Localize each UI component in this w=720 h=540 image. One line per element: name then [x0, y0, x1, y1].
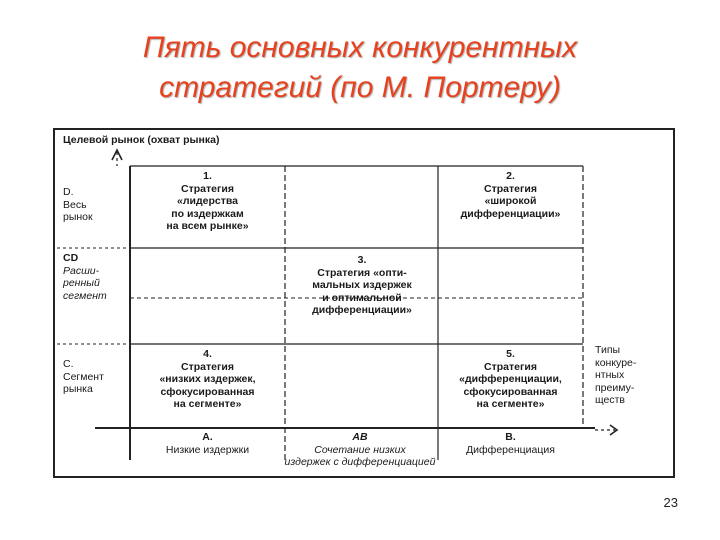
strategy-3: 3. Стратегия «опти- мальных издержек и о…: [312, 254, 412, 316]
column-label-a: A. Низкие издержки: [165, 431, 250, 456]
porter-strategies-diagram: Целевой рынок (охват рынка) D. Весь рыно…: [53, 128, 675, 478]
page-number: 23: [663, 495, 678, 510]
title-line-2: стратегий (по М. Портеру): [159, 71, 561, 104]
row-label-cd: CD Расши- ренный сегмент: [63, 252, 107, 302]
x-axis-arrow-icon: [609, 424, 619, 436]
strategy-4: 4. Стратегия «низких издержек, сфокусиро…: [159, 348, 256, 410]
strategy-1: 1. Стратегия «лидерства по издержкам на …: [166, 170, 249, 232]
row-label-c: C. Сегмент рынка: [63, 358, 104, 395]
strategy-2: 2. Стратегия «широкой дифференциации»: [460, 170, 561, 220]
title-line-1: Пять основных конкурентных: [142, 31, 578, 64]
slide-title: Пять основных конкурентных стратегий (по…: [0, 28, 720, 108]
column-label-b: B. Дифференциация: [466, 431, 555, 456]
row-label-d: D. Весь рынок: [63, 186, 93, 223]
column-label-ab: AB Сочетание низких издержек с дифференц…: [284, 431, 436, 468]
x-axis-title: Типы конкуре- нтных преиму- ществ: [595, 344, 637, 406]
y-axis-title: Целевой рынок (охват рынка): [63, 134, 220, 146]
y-axis-arrow-icon: [111, 148, 123, 161]
diagram-grid: [57, 148, 619, 460]
strategy-5: 5. Стратегия «дифференциации, сфокусиров…: [459, 348, 562, 410]
